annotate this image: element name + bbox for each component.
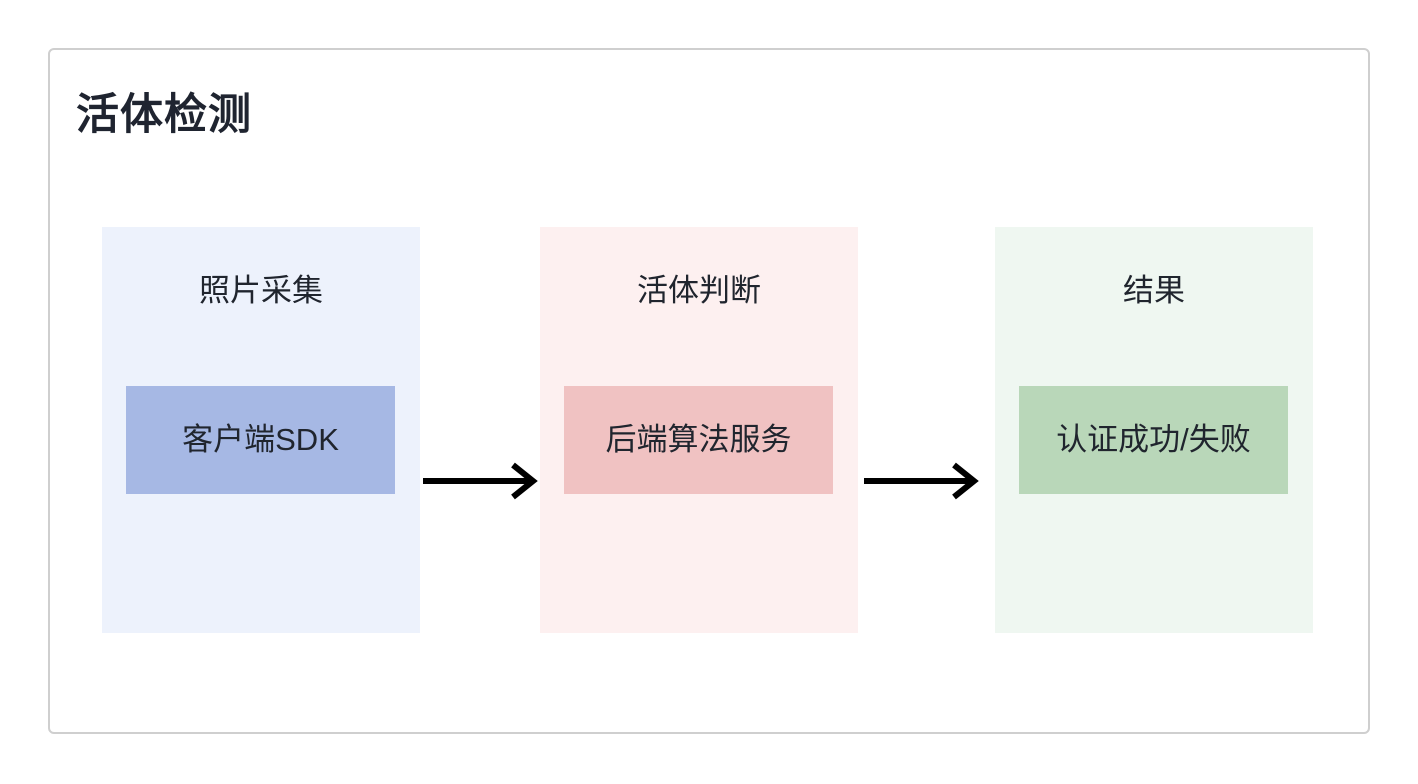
flow-stage-result: 结果 认证成功/失败 (995, 227, 1313, 633)
flow-diagram: 照片采集 客户端SDK 活体判断 后端算法服务 (50, 227, 1368, 633)
stage-header-photo-capture: 照片采集 (199, 273, 323, 308)
stage-box-auth-outcome: 认证成功/失败 (1019, 386, 1288, 494)
stage-box-client-sdk: 客户端SDK (126, 386, 395, 494)
stage-header-liveness-judgment: 活体判断 (637, 273, 761, 308)
arrow-right-icon-1 (421, 459, 541, 503)
arrow-right-icon-2 (862, 459, 982, 503)
page-title: 活体检测 (76, 91, 252, 139)
stage-box-backend-algorithm-service: 后端算法服务 (564, 386, 833, 494)
stage-header-result: 结果 (1123, 273, 1185, 308)
stage-box-label-auth-outcome: 认证成功/失败 (1056, 422, 1251, 458)
stage-box-label-backend-algorithm-service: 后端算法服务 (605, 422, 792, 458)
stage-box-label-client-sdk: 客户端SDK (182, 422, 339, 458)
flow-stage-liveness-judgment: 活体判断 后端算法服务 (540, 227, 858, 633)
flow-stage-photo-capture: 照片采集 客户端SDK (102, 227, 420, 633)
diagram-card: 活体检测 照片采集 客户端SDK 活体判断 后端算法服务 (48, 48, 1370, 734)
